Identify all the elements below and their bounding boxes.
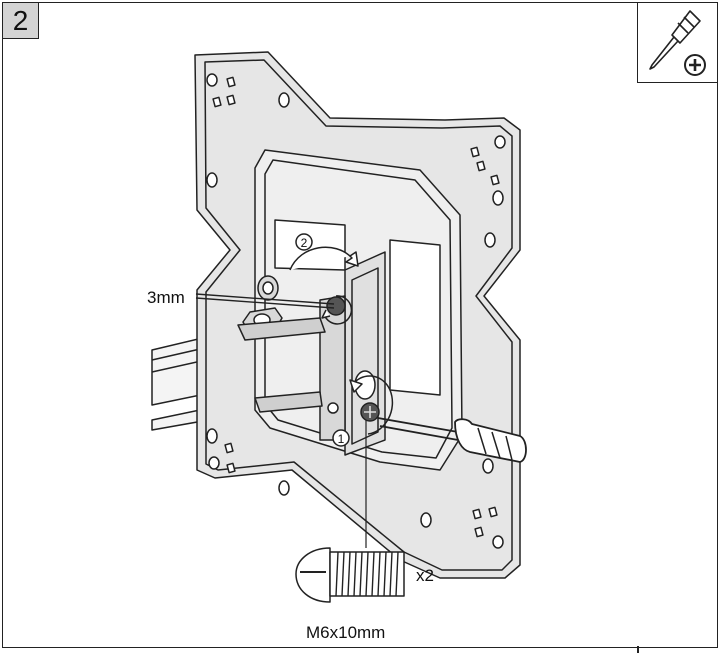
screw-quantity-label: x2 — [416, 566, 434, 585]
screw-size-label: M6x10mm — [306, 623, 386, 642]
callout-2-circle — [295, 233, 313, 251]
callout-1-circle — [332, 429, 350, 447]
upper-screw — [321, 295, 353, 325]
lower-screw — [349, 375, 394, 435]
callout-1-number: 1 — [338, 432, 345, 446]
tilt-bracket — [344, 251, 386, 456]
screwdriver-handle — [377, 417, 527, 463]
callout-2-number: 2 — [301, 236, 308, 250]
rotation-arrow-2 — [289, 246, 359, 271]
screw-detail-icon — [295, 547, 405, 603]
plate-holes — [206, 73, 506, 549]
phillips-screwdriver-icon — [649, 10, 706, 76]
allen-key-size-label: 3mm — [147, 288, 185, 307]
frame-tick — [637, 646, 639, 653]
step-number: 2 — [12, 4, 29, 36]
pivot-nut — [237, 275, 326, 341]
allen-key — [195, 293, 335, 309]
step-number-badge: 2 — [3, 3, 39, 39]
tool-indicator-box — [637, 3, 717, 83]
